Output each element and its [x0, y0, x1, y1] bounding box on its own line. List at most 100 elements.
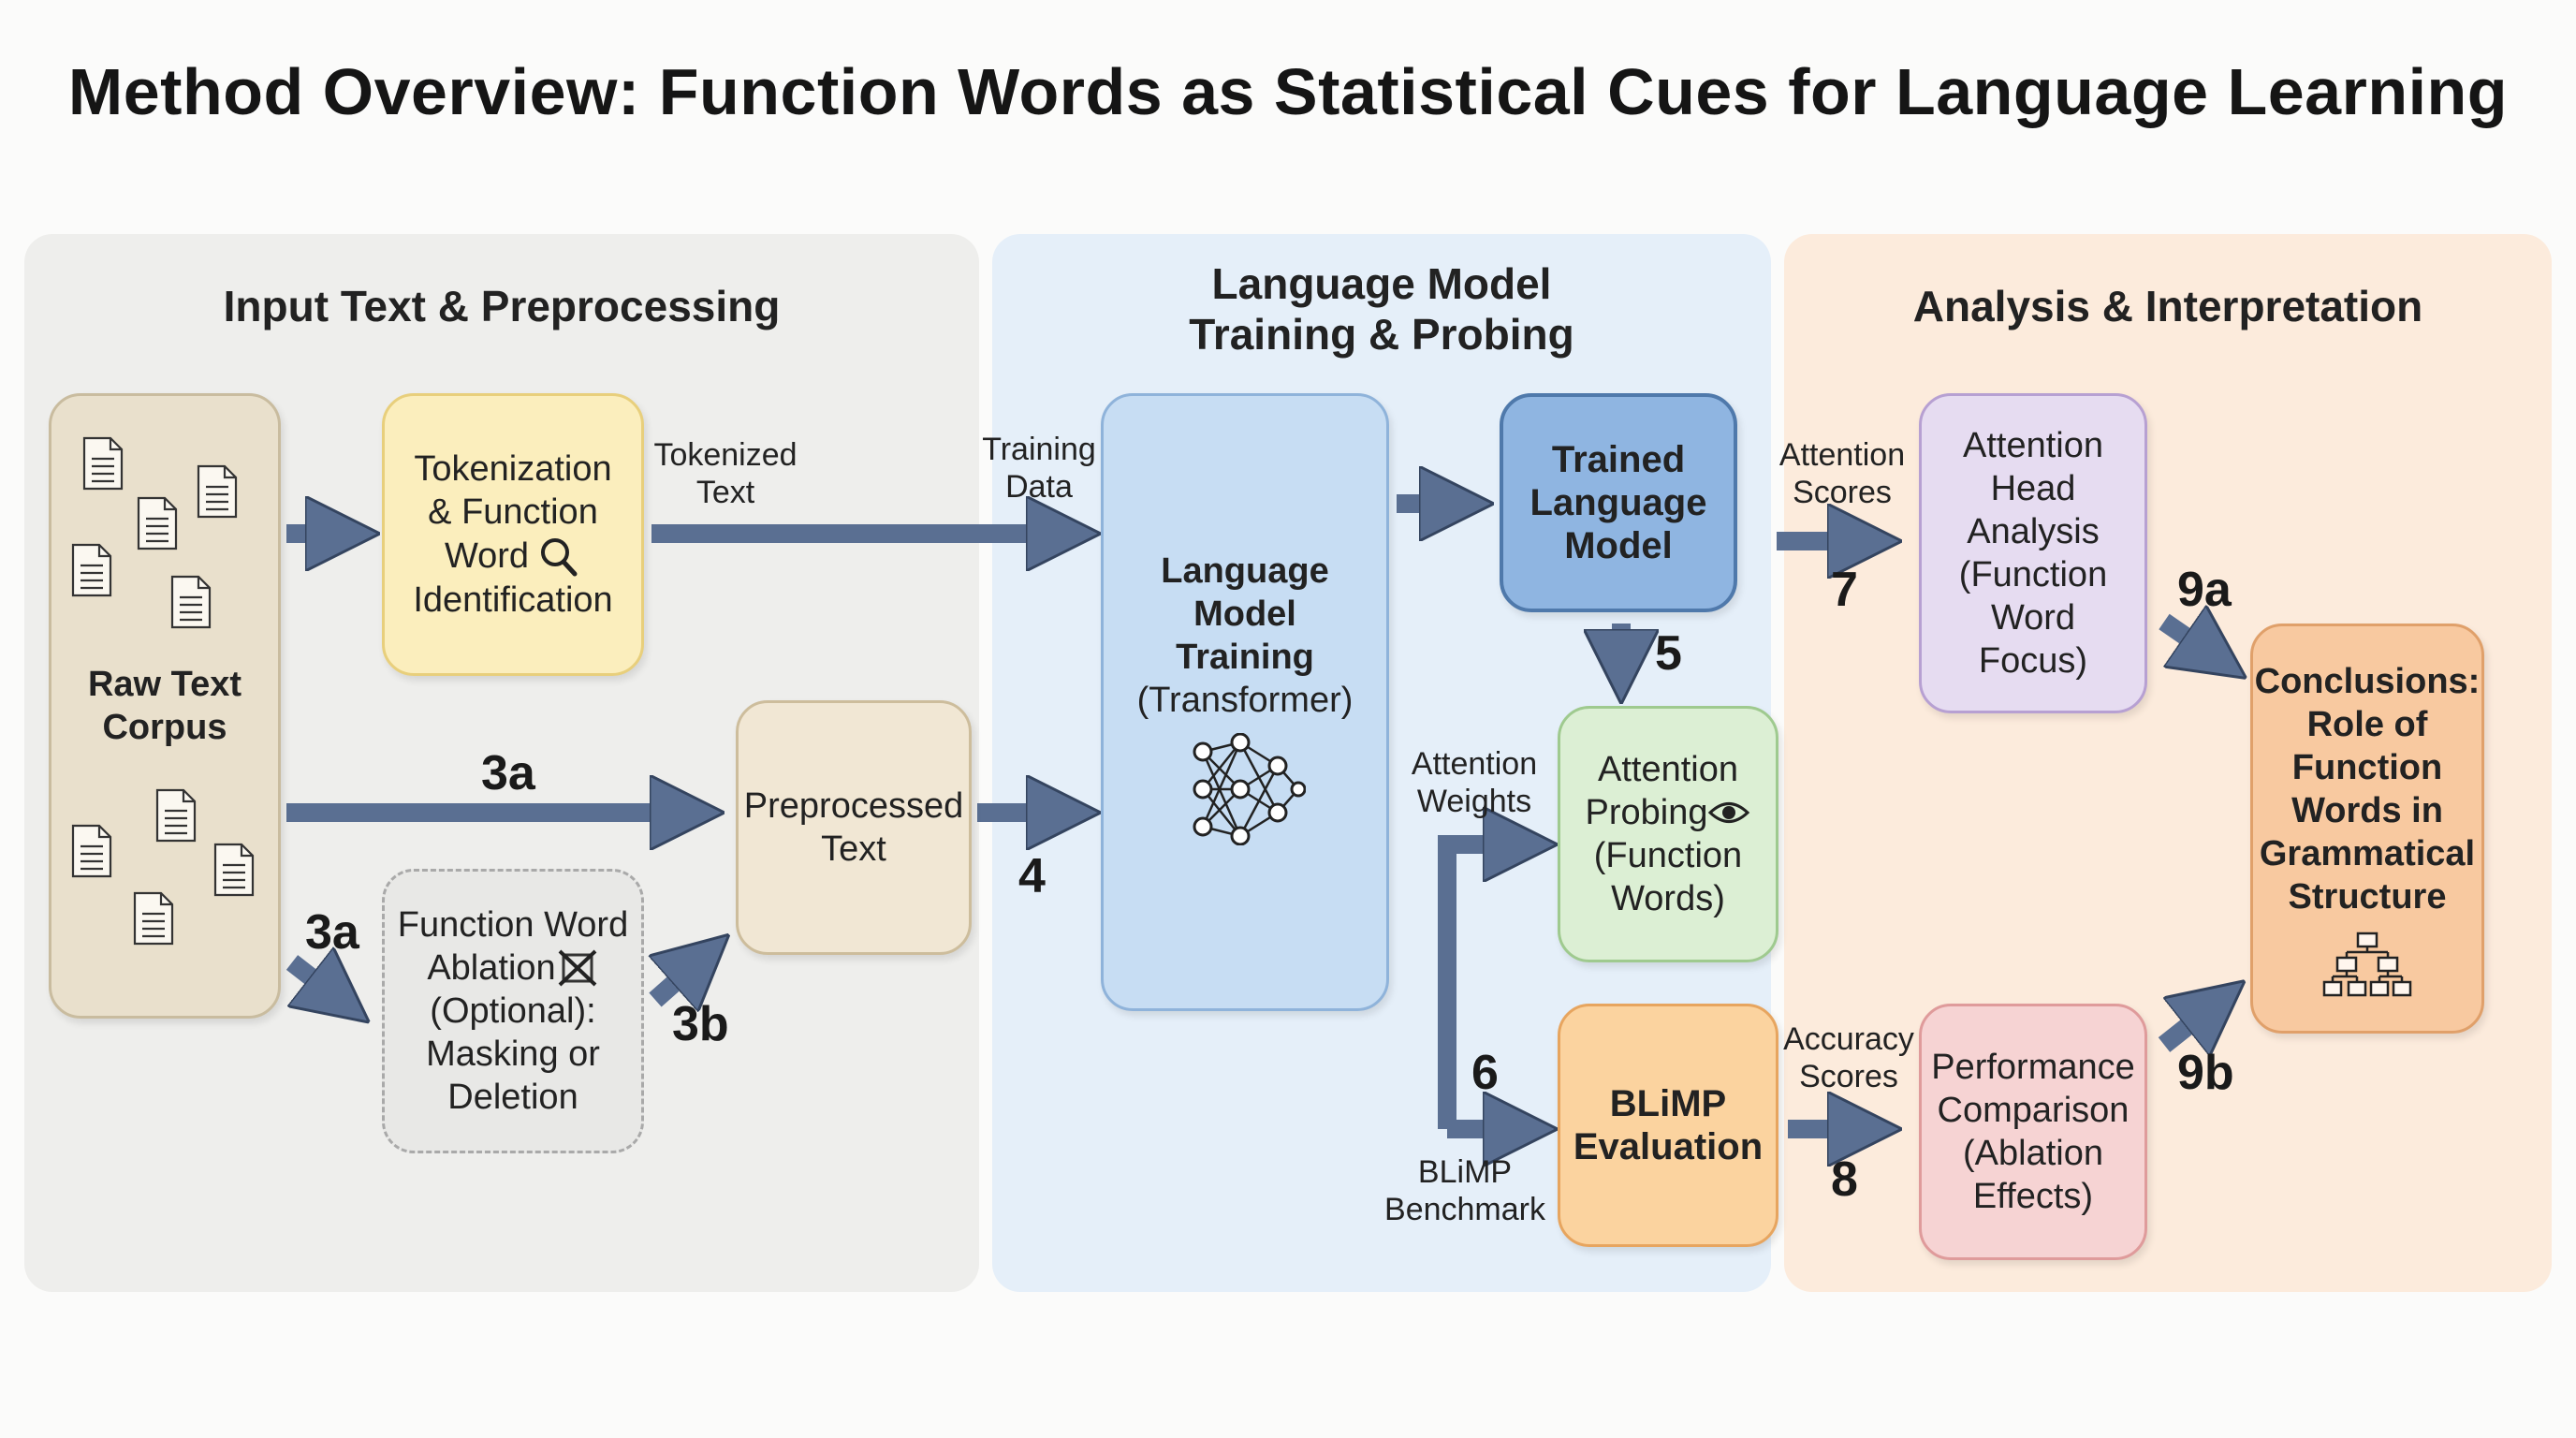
trained-lm-line3: Model — [1564, 525, 1673, 566]
attention-head-analysis-box: Attention Head Analysis (Function Word F… — [1919, 393, 2147, 713]
performance-line2: Comparison — [1937, 1091, 2130, 1130]
preprocessed-text-box: Preprocessed Text — [736, 700, 972, 955]
tokenization-line2: & Function — [428, 492, 598, 532]
attention-scores-line2: Scores — [1793, 475, 1892, 510]
panel-title-input: Input Text & Preprocessing — [223, 282, 781, 330]
step-5: 5 — [1655, 626, 1682, 681]
performance-line1: Performance — [1931, 1048, 2135, 1087]
performance-line4: Effects) — [1972, 1177, 2094, 1216]
head-line5: Word — [1990, 598, 2076, 638]
lm-training-box: Language Model Training (Transformer) — [1101, 393, 1389, 1011]
document-icon — [213, 843, 255, 897]
ablation-line1: Function Word — [397, 905, 629, 945]
ablation-line2: Ablation — [427, 948, 556, 988]
performance-comparison-box: Performance Comparison (Ablation Effects… — [1919, 1004, 2147, 1260]
head-line6: Focus) — [1978, 641, 2088, 681]
document-icon — [71, 543, 112, 597]
ablation-line3: (Optional): — [430, 991, 596, 1031]
diagram-title: Method Overview: Function Words as Stati… — [67, 55, 2509, 128]
document-icon — [71, 824, 112, 878]
head-line2: Head — [1990, 469, 2076, 508]
probing-line1: Attention — [1597, 750, 1738, 789]
attention-weights-line2: Weights — [1416, 784, 1532, 819]
attention-scores-line1: Attention — [1778, 437, 1906, 473]
panel-title-training-line2: Training & Probing — [1189, 310, 1574, 359]
conclusions-line4: Words in — [2291, 791, 2443, 830]
step-3a-top: 3a — [481, 746, 535, 800]
neural-network-icon — [1193, 733, 1306, 845]
label-training-data: Training Data — [973, 431, 1105, 506]
step-3a-bottom: 3a — [305, 905, 359, 960]
document-icons — [71, 436, 255, 946]
conclusions-line6: Structure — [2288, 877, 2447, 917]
attention-weights-line1: Attention — [1411, 746, 1538, 782]
probing-line2: Probing — [1585, 793, 1708, 832]
accuracy-scores-line1: Accuracy — [1783, 1021, 1914, 1057]
label-blimp-benchmark: BLiMP Benchmark — [1376, 1153, 1554, 1228]
blimp-evaluation-box: BLiMP Evaluation — [1558, 1004, 1778, 1247]
label-attention-scores: Attention Scores — [1775, 436, 1910, 511]
lm-training-line2: Model — [1193, 594, 1296, 634]
step-3b: 3b — [672, 997, 729, 1051]
tokenization-box: Tokenization & Function Word Identificat… — [382, 393, 644, 676]
document-icon — [155, 788, 197, 843]
document-icon — [197, 464, 238, 519]
trained-lm-box: Trained Language Model — [1500, 393, 1737, 612]
blimp-line2: Evaluation — [1573, 1126, 1764, 1167]
trained-lm-line1: Trained — [1551, 439, 1686, 480]
attention-probing-box: Attention Probing (Function Words) — [1558, 706, 1778, 962]
tokenized-text-line2: Text — [695, 475, 755, 510]
step-9b: 9b — [2177, 1046, 2234, 1100]
conclusions-line5: Grammatical — [2259, 834, 2476, 873]
lm-training-line4: (Transformer) — [1136, 681, 1354, 720]
tokenization-line4: Identification — [413, 580, 613, 620]
document-icon — [170, 575, 212, 629]
lm-training-line3: Training — [1176, 638, 1314, 677]
training-data-line2: Data — [1005, 469, 1073, 505]
step-9a: 9a — [2177, 563, 2232, 617]
raw-corpus-line1: Raw Text — [87, 665, 242, 704]
panel-title-training-line1: Language Model — [1211, 259, 1552, 308]
step-7: 7 — [1831, 563, 1858, 617]
raw-corpus-line2: Corpus — [102, 708, 227, 747]
blimp-benchmark-line1: BLiMP — [1417, 1154, 1513, 1190]
panel-title-analysis: Analysis & Interpretation — [1912, 282, 2423, 330]
ablation-box: Function Word Ablation (Optional): Maski… — [382, 869, 644, 1153]
label-tokenized-text: Tokenized Text — [646, 436, 805, 511]
preprocessed-line2: Text — [821, 829, 886, 869]
conclusions-line1: Conclusions: — [2254, 662, 2481, 701]
blimp-line1: BLiMP — [1609, 1083, 1727, 1124]
eye-icon — [1708, 802, 1750, 823]
document-icon — [82, 436, 124, 491]
ablation-line4: Masking or — [426, 1034, 600, 1074]
probing-line3: (Function — [1593, 836, 1743, 875]
step-6: 6 — [1471, 1046, 1499, 1100]
conclusions-line3: Function — [2291, 748, 2443, 787]
label-accuracy-scores: Accuracy Scores — [1778, 1020, 1919, 1095]
label-attention-weights: Attention Weights — [1404, 745, 1544, 820]
panel-title-training: Language Model Training & Probing — [992, 258, 1771, 360]
document-icon — [133, 891, 174, 946]
step-8: 8 — [1831, 1152, 1858, 1207]
ablation-line5: Deletion — [447, 1078, 578, 1117]
accuracy-scores-line2: Scores — [1799, 1059, 1898, 1094]
trained-lm-line2: Language — [1530, 482, 1707, 523]
blimp-benchmark-line2: Benchmark — [1384, 1192, 1545, 1227]
conclusions-line2: Role of — [2306, 705, 2428, 744]
crossed-box-icon — [558, 949, 597, 987]
performance-line3: (Ablation — [1963, 1134, 2103, 1173]
training-data-line1: Training — [982, 432, 1096, 467]
probing-line4: Words) — [1611, 879, 1725, 918]
magnifier-icon — [541, 538, 578, 577]
head-line3: Analysis — [1967, 512, 2100, 551]
head-line1: Attention — [1963, 426, 2103, 465]
document-icon — [137, 496, 178, 550]
step-4: 4 — [1018, 849, 1046, 903]
preprocessed-line1: Preprocessed — [743, 786, 964, 826]
tokenized-text-line1: Tokenized — [653, 437, 798, 473]
head-line4: (Function — [1958, 555, 2108, 594]
hierarchy-icon — [2322, 932, 2412, 997]
conclusions-box: Conclusions: Role of Function Words in G… — [2250, 624, 2484, 1034]
lm-training-line1: Language — [1161, 551, 1329, 591]
tokenization-line1: Tokenization — [414, 449, 612, 489]
